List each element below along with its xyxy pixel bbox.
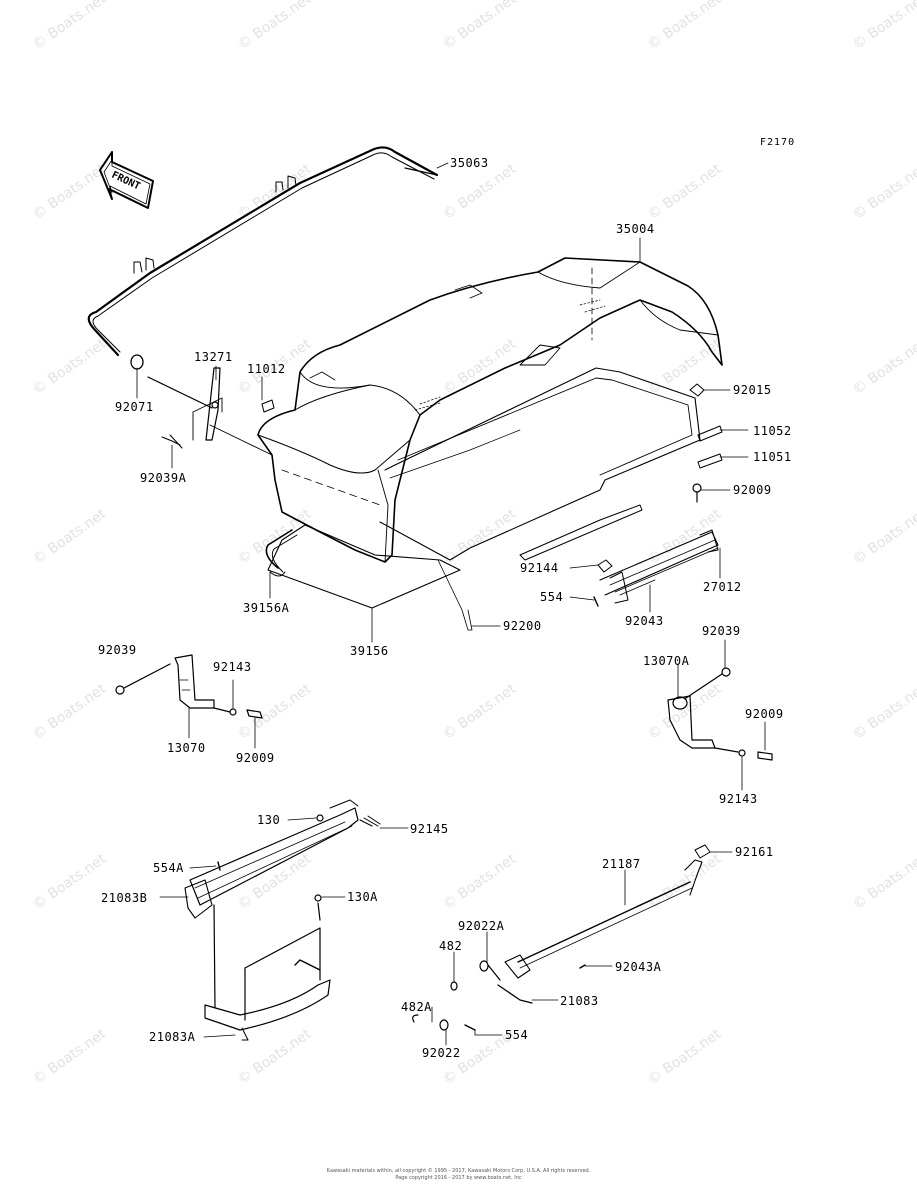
part-label: 92043 [625,614,664,628]
part-label: 21187 [602,857,641,871]
part-label: 92022A [458,919,505,933]
front-arrow-icon: FRONT [99,151,154,209]
part-label: 92039 [98,643,137,657]
part-label: 92022 [422,1046,461,1060]
mat-39156 [265,524,461,609]
part-label: 554A [153,861,184,875]
part-label: 92143 [213,660,252,674]
part-label: 21083B [101,891,148,905]
hardware-right [593,383,723,607]
part-label: 13070A [643,654,690,668]
part-label: 11052 [753,424,792,438]
part-label: 35063 [450,156,489,170]
arm-21083A [204,927,331,1041]
part-label: 13070 [167,741,206,755]
copyright-line: Kawasaki materials within, all copyright… [326,1168,591,1174]
leader-lines [136,162,766,1046]
part-label: 92161 [735,845,774,859]
part-label: 21083A [149,1030,196,1044]
bracket-13070 [115,654,263,719]
part-label: 92009 [745,707,784,721]
copyright-line-2: Page copyright 2016 - 2017 by www.boats.… [395,1175,522,1181]
seal-frame [379,367,701,561]
lever-21083B [184,799,381,1009]
bracket-13070A [667,667,773,761]
part-label: 130A [347,890,378,904]
part-label: 92039 [702,624,741,638]
part-label: 92009 [236,751,275,765]
part-label: 27012 [703,580,742,594]
rear-cover-35004 [209,257,723,563]
part-label: 39156 [350,644,389,658]
part-label: 13271 [194,350,233,364]
part-label: 39156A [243,601,290,615]
part-label: 92145 [410,822,449,836]
rail-35063 [87,146,439,357]
part-label: 92039A [140,471,187,485]
part-label: 482 [439,939,463,953]
part-label: 92043A [615,960,662,974]
part-label: 92009 [733,483,772,497]
part-label: 554 [540,590,564,604]
part-label: 130 [257,813,281,827]
part-label: 554 [505,1028,529,1042]
figure-code: F2170 [760,137,796,148]
part-label: 92015 [733,383,772,397]
part-label: 11051 [753,450,792,464]
part-label: 482A [401,1000,432,1014]
part-label: 11012 [247,362,286,376]
part-label: 92200 [503,619,542,633]
part-label: 21083 [560,994,599,1008]
part-label: 35004 [616,222,655,236]
part-label: 92071 [115,400,154,414]
part-label: 92143 [719,792,758,806]
part-label: 92144 [520,561,559,575]
rod-21187 [412,844,711,1031]
